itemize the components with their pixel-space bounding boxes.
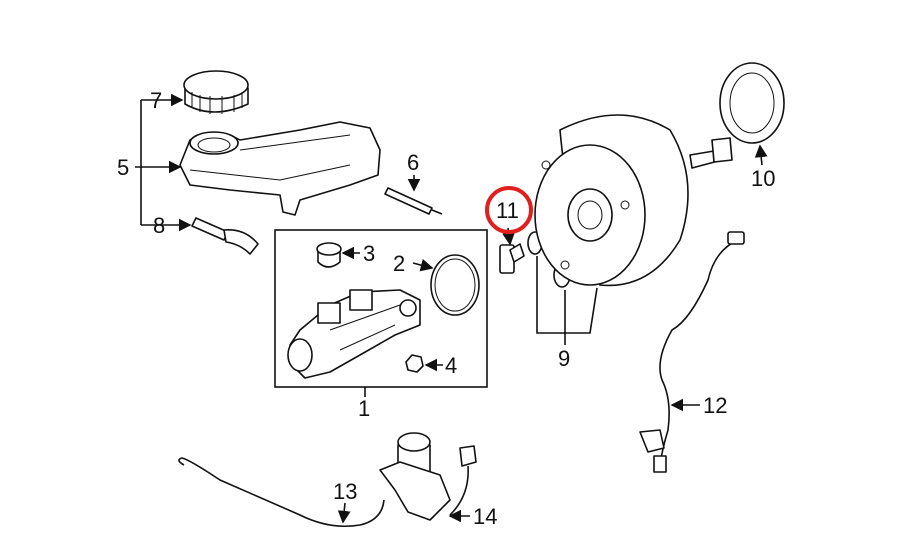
callout-4: 4 <box>445 353 457 378</box>
callout-10: 10 <box>751 166 775 191</box>
vacuum-pump <box>379 432 477 521</box>
grommet <box>316 242 342 268</box>
reservoir-pin <box>384 187 443 215</box>
callout-5: 5 <box>117 155 129 180</box>
callout-6: 6 <box>407 150 419 175</box>
booster-gasket <box>719 62 785 144</box>
callout-8: 8 <box>153 213 165 238</box>
booster-sensor <box>499 243 525 274</box>
reservoir-hose <box>191 217 259 255</box>
callout-12: 12 <box>703 393 727 418</box>
reservoir-cap <box>183 70 249 114</box>
callout-13: 13 <box>333 479 357 504</box>
callout-1: 1 <box>358 396 370 421</box>
callout-9: 9 <box>558 346 570 371</box>
vacuum-hose <box>639 231 745 473</box>
callout-3: 3 <box>363 241 375 266</box>
brake-booster <box>534 114 733 287</box>
o-ring <box>430 254 480 316</box>
nut <box>405 354 424 373</box>
highlight-circle <box>485 186 533 234</box>
master-cylinder <box>287 289 421 379</box>
fluid-reservoir <box>179 121 381 216</box>
callout-14: 14 <box>473 504 497 529</box>
callout-11: 11 <box>496 198 519 223</box>
callout-2: 2 <box>393 251 405 276</box>
vacuum-line <box>178 457 385 528</box>
master-cylinder-box <box>274 229 488 388</box>
callout-7: 7 <box>150 88 162 113</box>
